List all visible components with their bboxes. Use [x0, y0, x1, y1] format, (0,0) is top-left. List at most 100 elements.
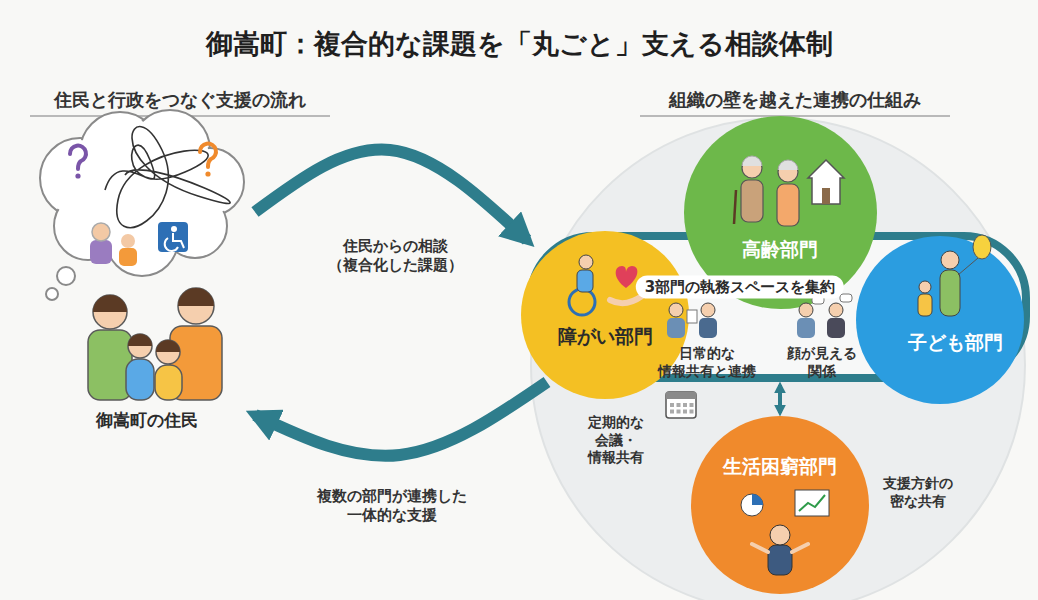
wheelchair-sign-figure [165, 233, 184, 251]
child-head [919, 281, 931, 293]
advisor-arms [752, 544, 808, 552]
node-label: 生活困窮部門 [723, 454, 837, 480]
node-outline [855, 235, 1025, 405]
staff-icon [667, 294, 852, 338]
staff-head [799, 303, 813, 317]
department-circle: 子ども部門 [855, 235, 1025, 405]
cloud-fill [42, 140, 118, 216]
advisor-head [770, 525, 790, 545]
circle-shape [856, 236, 1024, 404]
person-hair [93, 295, 127, 312]
heading-underline [30, 115, 330, 117]
person-head [178, 288, 214, 324]
calendar-cell [683, 410, 687, 414]
cloud-lobe [80, 112, 160, 192]
elder-hair [742, 156, 762, 166]
elder-head [742, 158, 762, 178]
pie-chart [741, 494, 763, 516]
note-label: 日常的な 情報共有と連携 [658, 345, 756, 380]
question-dot [75, 173, 80, 178]
heading-underline [640, 115, 950, 117]
balloon [973, 235, 991, 259]
staff-body [827, 318, 845, 338]
node-label: 障がい部門 [558, 324, 653, 350]
staff-body [667, 318, 685, 338]
calendar-cell [670, 410, 674, 414]
elder-hair [778, 160, 798, 170]
user-body [577, 270, 593, 292]
cloud-fill [56, 194, 120, 258]
node-outline [690, 415, 870, 595]
cloud-lobe [54, 192, 122, 260]
house [808, 160, 844, 204]
mother-body [940, 270, 960, 316]
question-dot [205, 171, 210, 176]
calendar-cell [670, 403, 674, 407]
child-icon [918, 235, 991, 316]
question-mark [70, 146, 86, 179]
question-stroke [200, 144, 216, 167]
speech-bubble [812, 296, 824, 304]
person-head [93, 295, 127, 329]
cloud-fill [132, 112, 208, 188]
staff-body [699, 318, 717, 338]
tangle-scribble [105, 127, 230, 228]
calendar-cell [690, 403, 694, 407]
person-head [128, 334, 152, 358]
resident-group: 御嵩町の住民 [40, 130, 255, 440]
cloud-fill [178, 150, 242, 214]
calendar-icon [666, 392, 696, 418]
cloud-lobe [40, 138, 120, 218]
family-figure [88, 288, 222, 400]
cloud-fill [165, 196, 225, 256]
person-head [156, 340, 180, 364]
circle-shape [684, 116, 877, 309]
edge-label: 住民からの相談 （複合化した課題） [328, 237, 463, 275]
mother-head [941, 251, 959, 269]
wheelchair-sign [158, 222, 188, 252]
node-label: 3部門の執務スペースを集約 [636, 276, 844, 299]
disability-icon [569, 255, 642, 315]
thought-cloud [40, 110, 244, 300]
child-body [119, 248, 137, 266]
calendar-frame [666, 392, 696, 418]
chart-board [795, 490, 829, 516]
section-heading: 住民と行政をつなぐ支援の流れ [54, 88, 306, 112]
advisor-icon [741, 490, 829, 575]
staff-head [701, 303, 715, 317]
cloud-fill [108, 206, 176, 274]
person-hair [178, 288, 214, 306]
advisor-body [768, 545, 792, 575]
hand [610, 296, 642, 303]
flow-arrow [255, 150, 527, 240]
note-label: 顔が見える 関係 [787, 345, 857, 380]
elder-head [92, 223, 110, 241]
cloud-lobe [130, 110, 210, 190]
calendar-bar [666, 392, 696, 399]
staff-body [797, 318, 815, 338]
section-heading: 組織の壁を越えた連携の仕組み [669, 88, 921, 112]
note-label: 支援方針の 密な共有 [883, 475, 953, 510]
question-mark [200, 144, 216, 177]
user-head [579, 255, 593, 269]
house-door [822, 188, 830, 204]
title: 御嵩町：複合的な課題を「丸ごと」支える相談体制 [206, 26, 833, 62]
balloon-string [958, 258, 978, 275]
chart-line [799, 495, 825, 511]
elder-body [777, 184, 799, 226]
person-body [155, 365, 182, 400]
cloud-fill [82, 114, 158, 190]
node-label: 御嵩町の住民 [96, 409, 198, 432]
elder-body [90, 240, 112, 264]
child-head [121, 234, 135, 248]
staff-head [669, 303, 683, 317]
person-body [88, 330, 132, 400]
person-hair [128, 334, 152, 346]
staff-head [829, 303, 843, 317]
question-stroke [70, 146, 86, 169]
document [687, 310, 697, 323]
elder-body [741, 180, 763, 222]
pie-slice [752, 494, 763, 505]
child-body [918, 294, 932, 316]
calendar-cell [677, 403, 681, 407]
